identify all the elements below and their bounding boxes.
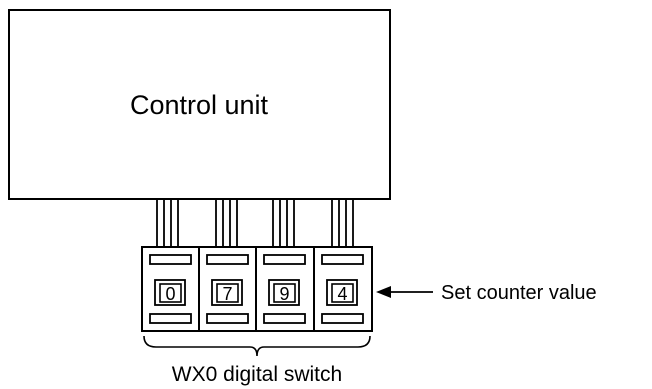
digit-value: 9 (279, 284, 289, 304)
switch-button-up (206, 254, 249, 265)
wire-bundle-4 (331, 200, 354, 247)
switch-button-down (206, 313, 249, 324)
switch-digit-1: 0 (149, 254, 192, 324)
wire-bundle-2 (215, 200, 238, 247)
switch-button-down (263, 313, 306, 324)
annotation-label: Set counter value (441, 282, 597, 304)
digit-display (273, 283, 296, 303)
digit-window (268, 279, 300, 306)
switch-button-up (321, 254, 364, 265)
digit-window (326, 279, 358, 306)
digit-window (211, 279, 243, 306)
switch-digit-4: 4 (321, 254, 364, 324)
control-unit-box (8, 9, 391, 200)
digit-value: 4 (337, 284, 347, 304)
switch-digit-2: 7 (206, 254, 249, 324)
digit-display (331, 283, 354, 303)
brace-icon (143, 335, 371, 357)
switch-digit-3: 9 (263, 254, 306, 324)
digit-display (216, 283, 239, 303)
wire-bundle-1 (156, 200, 179, 247)
switch-button-up (149, 254, 192, 265)
control-unit-label: Control unit (130, 90, 269, 120)
switch-button-up (263, 254, 306, 265)
switch-button-down (321, 313, 364, 324)
digit-value: 7 (222, 284, 232, 304)
digital-switch: 0 7 9 4 (141, 246, 373, 332)
digit-value: 0 (165, 284, 175, 304)
arrow-icon (376, 286, 433, 298)
wire-bundle-3 (272, 200, 295, 247)
switch-caption: WX0 digital switch (172, 363, 342, 386)
wire-bundles (156, 200, 354, 247)
digit-window (154, 279, 186, 306)
digit-display (159, 283, 182, 303)
switch-button-down (149, 313, 192, 324)
